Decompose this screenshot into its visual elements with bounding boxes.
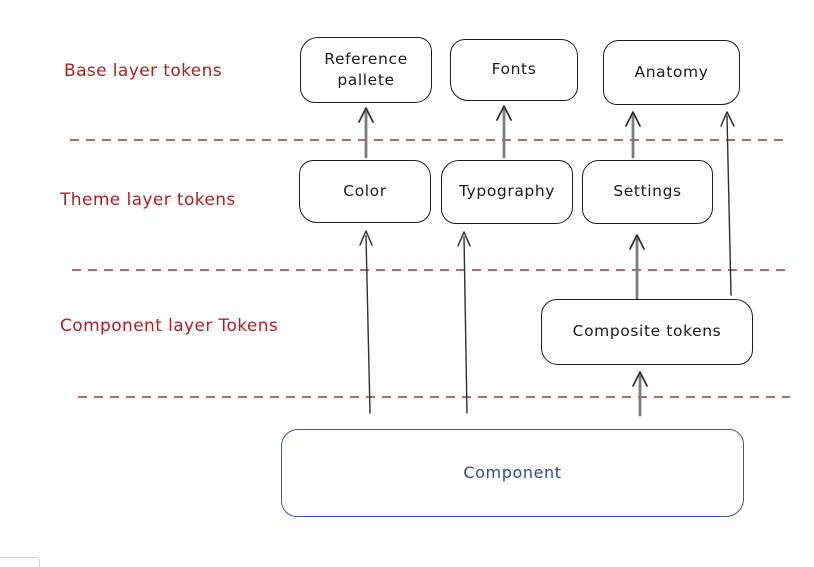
layer-label-component: Component layer Tokens xyxy=(60,316,279,336)
node-reference-pallete-label: Reference pallete xyxy=(324,50,407,90)
arrow-composite-to-anatomy xyxy=(720,111,735,296)
node-settings-label: Settings xyxy=(613,182,682,201)
arrow-component-to-typography xyxy=(457,231,471,414)
reference-line2: pallete xyxy=(337,70,395,89)
node-color: Color xyxy=(299,160,431,223)
layer-label-base: Base layer tokens xyxy=(64,61,223,81)
node-component-label: Component xyxy=(463,463,562,482)
arrow-composite-to-settings xyxy=(629,234,645,300)
node-settings: Settings xyxy=(582,160,713,224)
arrow-component-to-color xyxy=(359,230,373,414)
arrow-settings-to-anatomy xyxy=(625,111,641,159)
corner-artifact-shape xyxy=(0,557,40,567)
node-component: Component xyxy=(281,429,744,517)
node-anatomy: Anatomy xyxy=(603,40,740,105)
node-anatomy-label: Anatomy xyxy=(634,62,709,81)
node-reference-pallete: Reference pallete xyxy=(300,37,432,103)
node-composite-tokens-label: Composite tokens xyxy=(572,322,722,341)
node-typography: Typography xyxy=(441,160,573,224)
node-color-label: Color xyxy=(343,181,387,200)
node-typography-label: Typography xyxy=(458,182,556,201)
node-composite-tokens: Composite tokens xyxy=(541,299,753,365)
reference-line1: Reference xyxy=(324,50,408,69)
node-fonts-label: Fonts xyxy=(491,60,537,79)
layer-label-theme: Theme layer tokens xyxy=(60,190,236,210)
node-fonts: Fonts xyxy=(450,39,578,101)
arrow-typography-to-fonts xyxy=(496,105,512,159)
arrow-color-to-reference xyxy=(358,107,374,159)
arrow-component-to-composite xyxy=(632,371,648,417)
